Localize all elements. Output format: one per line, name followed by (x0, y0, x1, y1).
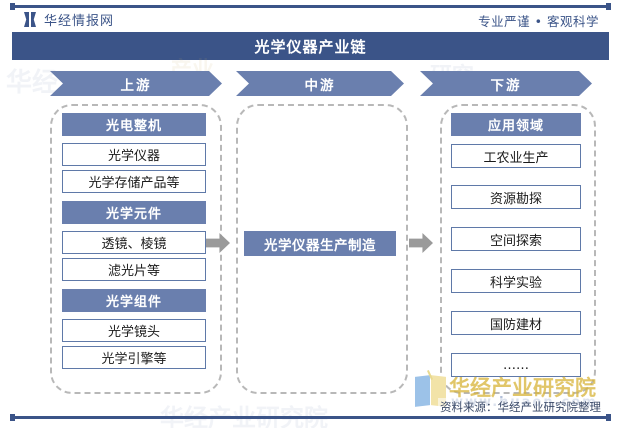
upstream-item-2-2: 滤光片等 (62, 258, 206, 281)
top-rule (12, 5, 609, 8)
upstream-item-3-1: 光学镜头 (62, 319, 206, 342)
watermark-bg-a: 华经 (6, 68, 59, 98)
downstream-item-1: 工农业生产 (451, 144, 581, 168)
arrow-midstream-to-downstream-icon (409, 233, 433, 253)
upstream-group-head-3: 光学组件 (62, 289, 206, 312)
brand-name: 华经情报网 (44, 14, 115, 29)
top-rule-cap-right (606, 3, 611, 10)
zone-midstream (236, 104, 408, 394)
upstream-group-head-1: 光电整机 (62, 113, 206, 136)
upstream-item-1-2: 光学存储产品等 (62, 170, 206, 193)
stage-banner-midstream: 中游 (236, 71, 404, 96)
downstream-item-6: …… (451, 353, 581, 377)
upstream-group-head-2: 光学元件 (62, 201, 206, 224)
midstream-center-box: 光学仪器生产制造 (244, 231, 396, 256)
zone-downstream (440, 104, 596, 394)
top-rule-cap-left (10, 3, 15, 10)
brand: 华经情报网 (24, 10, 114, 29)
bottom-rule (12, 416, 609, 419)
stage-banner-upstream: 上游 (50, 71, 222, 96)
slogan: 专业严谨 • 客观科学 (478, 14, 599, 29)
downstream-item-3: 空间探索 (451, 227, 581, 251)
upstream-item-2-1: 透镜、棱镜 (62, 231, 206, 254)
downstream-head: 应用领域 (451, 113, 581, 136)
stage-banner-downstream: 下游 (420, 71, 592, 96)
bottom-rule-cap-left (10, 414, 15, 421)
downstream-item-5: 国防建材 (451, 311, 581, 335)
watermark-bg-d: 华经产业研究院 (160, 404, 328, 428)
downstream-item-4: 科学实验 (451, 269, 581, 293)
source-note: 资料来源：华经产业研究院整理 (438, 398, 603, 416)
upstream-item-3-2: 光学引擎等 (62, 346, 206, 369)
downstream-item-2: 资源勘探 (451, 185, 581, 209)
page-title: 光学仪器产业链 (12, 32, 609, 60)
upstream-item-1-1: 光学仪器 (62, 143, 206, 166)
bottom-rule-cap-right (606, 414, 611, 421)
bookmark-logo-icon (24, 12, 37, 27)
